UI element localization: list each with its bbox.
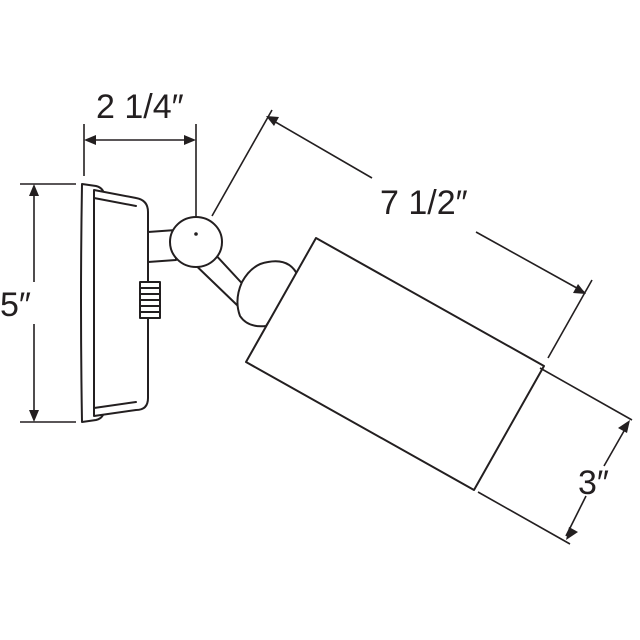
lamp-head: [245, 237, 545, 491]
arm-depth-label: 2 1/4″: [96, 88, 184, 126]
head-length-label: 7 1/2″: [380, 184, 468, 222]
head-diameter-dimension: 3″: [477, 367, 633, 545]
head-length-dimension: 7 1/2″: [211, 109, 593, 359]
head-collar: [236, 260, 299, 328]
canopy-height-dimension: 5″: [0, 183, 76, 423]
wall-canopy: [80, 183, 149, 423]
set-screw: [139, 281, 161, 319]
arm-depth-dimension: 2 1/4″: [83, 88, 197, 218]
swivel-arm: [147, 216, 299, 328]
head-diameter-label: 3″: [578, 464, 609, 502]
swivel-knuckle: [169, 216, 223, 268]
canopy-height-label: 5″: [0, 286, 31, 324]
